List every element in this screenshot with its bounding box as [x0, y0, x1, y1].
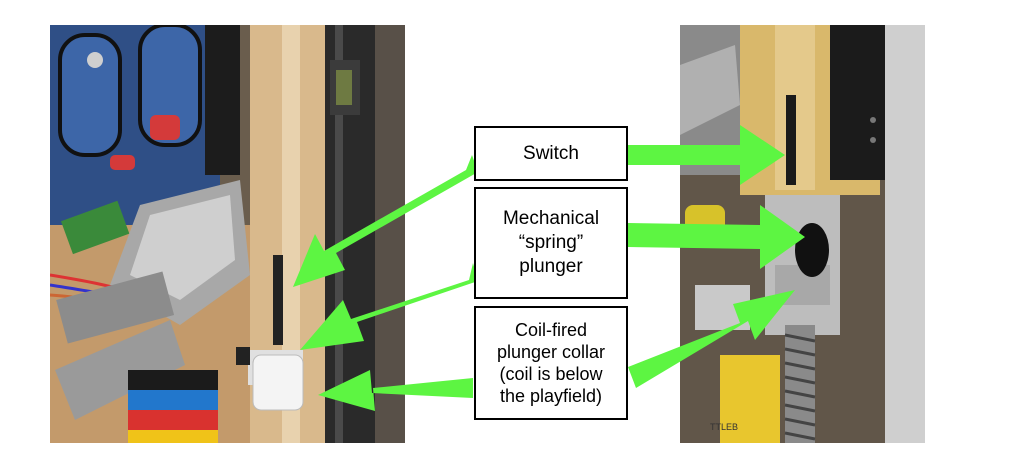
right-photo-illustration: TTLEB — [680, 25, 925, 443]
flag-sticker — [128, 370, 218, 390]
right-pinball-photo: TTLEB — [680, 25, 925, 443]
lower-bracket — [55, 320, 185, 420]
plunger-rod — [273, 255, 283, 345]
switch-slot — [786, 95, 796, 185]
left-photo-illustration — [50, 25, 405, 443]
switch-label: Switch — [523, 142, 579, 164]
mechanical-plunger-label: Mechanical “spring” plunger — [502, 208, 600, 277]
mechanical-plunger-label-box: Mechanical “spring” plunger — [474, 187, 628, 299]
svg-text:TTLEB: TTLEB — [710, 422, 738, 432]
spring — [784, 325, 816, 443]
rail — [205, 25, 240, 175]
coil-collar-label-box: Coil-fired plunger collar (coil is below… — [474, 306, 628, 420]
coil-collar-label: Coil-fired plunger collar (coil is below… — [496, 320, 606, 406]
switch-label-box: Switch — [474, 126, 628, 181]
plunger-tip — [795, 223, 829, 277]
circuit-board — [60, 200, 130, 255]
left-pinball-photo — [50, 25, 405, 443]
black-rail — [830, 25, 885, 180]
